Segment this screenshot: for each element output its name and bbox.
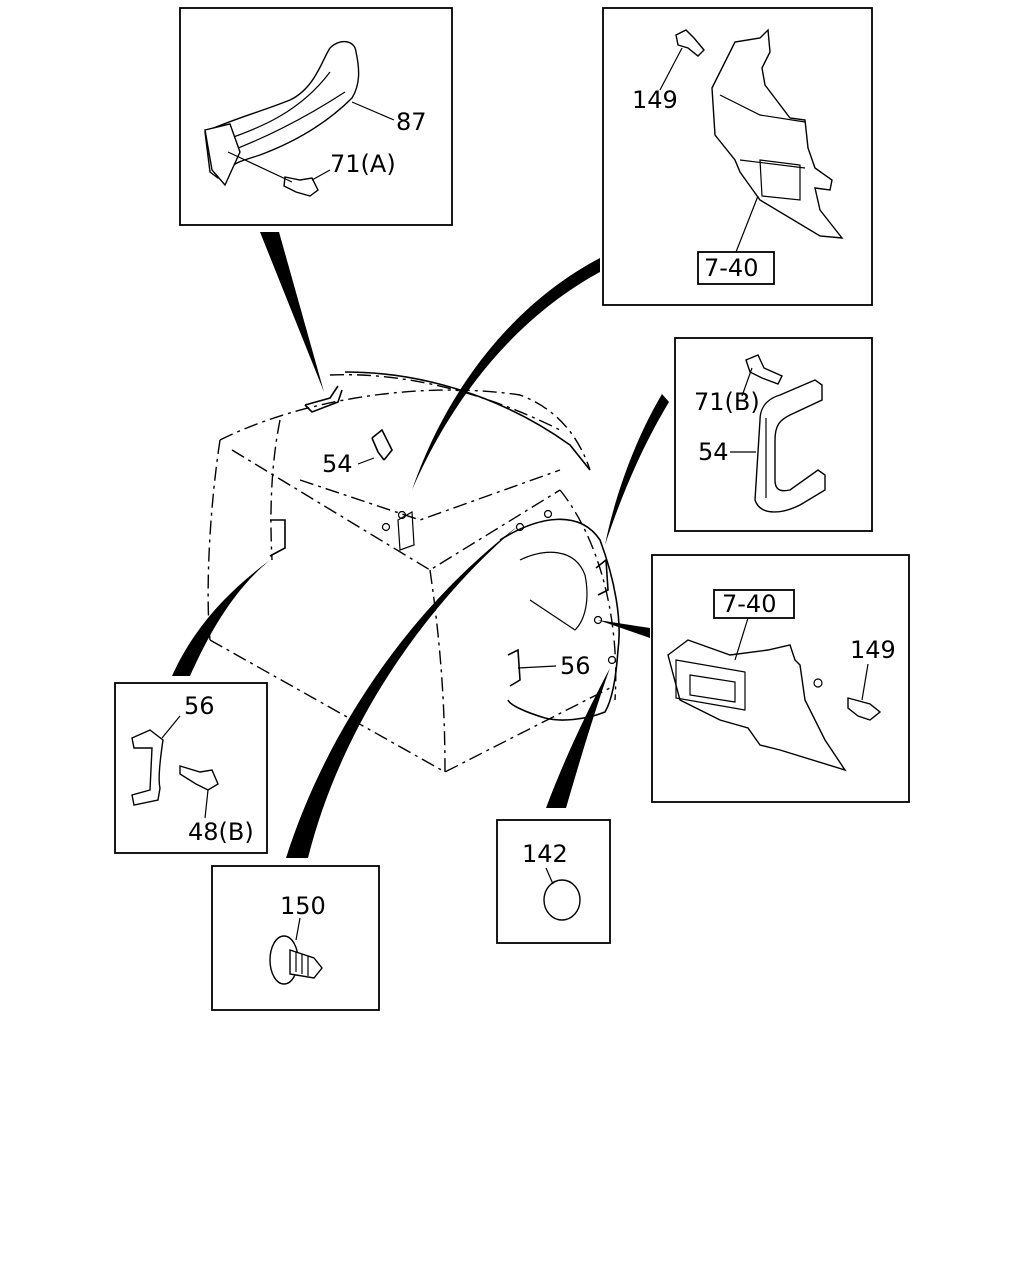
leader-wedge-87	[260, 232, 324, 392]
cab-left-side	[207, 439, 221, 641]
cab-hole-1	[515, 522, 525, 532]
clip-150-shaft	[289, 949, 323, 979]
handle-56	[131, 729, 164, 806]
main-callouts: 54 56	[322, 450, 591, 680]
leader-wedges	[172, 232, 669, 858]
label-7-40-top: 7-40	[704, 254, 758, 282]
cab-bottom	[209, 639, 611, 773]
body-handle-56-mark-right	[507, 648, 521, 687]
label-150: 150	[280, 892, 326, 920]
screw-149-top	[675, 29, 705, 57]
body-panel-mark	[397, 511, 415, 551]
cap-142	[543, 879, 581, 921]
leader-wedge-7-40-right	[598, 620, 650, 638]
detail-box-142: 142	[496, 819, 611, 944]
bolt-71b	[745, 354, 783, 385]
label-7-40-right: 7-40	[722, 590, 776, 618]
label-71b: 71(B)	[694, 388, 760, 416]
screw-149-right	[847, 697, 882, 721]
label-48b: 48(B)	[188, 818, 254, 846]
cab-hole-4	[593, 615, 603, 625]
cab-roof-top	[329, 373, 561, 431]
label-142: 142	[522, 840, 568, 868]
cab-center-pillar	[429, 569, 446, 773]
label-149-right: 149	[850, 636, 896, 664]
leader-wedge-7-40-top	[412, 258, 600, 490]
leader-wedge-142	[546, 668, 610, 808]
leader-wedge-56	[172, 560, 270, 676]
cab-body	[207, 371, 620, 773]
detail-box-54: 71(B) 54	[674, 337, 873, 532]
detail-box-56: 56 48(B)	[114, 682, 268, 854]
grab-handle-87	[204, 41, 360, 179]
body-handle-87-mark	[304, 385, 343, 413]
detail-box-150: 150	[211, 865, 380, 1011]
bolt-71a	[283, 176, 319, 197]
detail-box-87: 87 71(A)	[179, 7, 453, 226]
detail-box-7-40-top: 149 7-40	[602, 7, 873, 306]
cab-roof-inner	[299, 469, 561, 521]
body-handle-56-mark-left	[269, 519, 286, 557]
bolt-48b	[179, 765, 219, 791]
side-panel-top	[711, 28, 844, 239]
cab-front-panel	[231, 449, 561, 571]
body-handle-54-mark	[371, 428, 393, 461]
cab-top-frame	[344, 371, 591, 471]
detail-box-7-40-right: 149 7-40	[651, 554, 910, 803]
handle-54	[754, 379, 826, 513]
label-71a: 71(A)	[330, 150, 396, 178]
leader-wedge-54	[605, 394, 669, 545]
label-149-top: 149	[632, 86, 678, 114]
cab-hole-3	[381, 522, 391, 532]
cab-hole-6	[397, 510, 407, 520]
grab-handle-87-end	[204, 123, 241, 187]
label-56-main: 56	[560, 652, 591, 680]
label-54-main: 54	[322, 450, 353, 478]
cab-roof-front-edge	[219, 389, 591, 471]
cab-hole-5	[607, 655, 617, 665]
cab-right-frame	[499, 518, 620, 721]
leader-wedge-150	[286, 526, 518, 858]
label-54-detail: 54	[698, 438, 729, 466]
side-panel-right	[667, 639, 847, 772]
cab-hole-2	[543, 509, 553, 519]
cab-left-pillar	[270, 419, 281, 561]
label-56-detail: 56	[184, 692, 215, 720]
cab-window-frame	[519, 551, 588, 631]
body-handle-right-mark	[595, 558, 609, 596]
label-87: 87	[396, 108, 427, 136]
